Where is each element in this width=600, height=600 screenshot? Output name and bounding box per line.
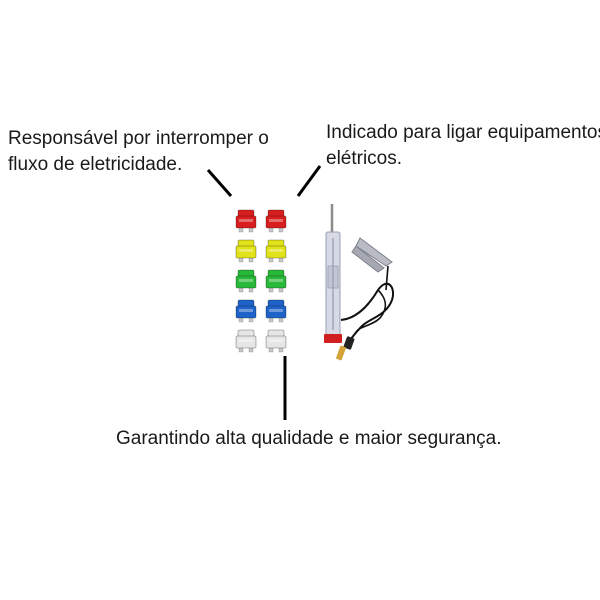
wire-plug-pin [336,345,346,361]
alligator-clip-jaw [351,245,385,273]
wire-plug-sleeve [343,336,355,350]
tester-end-cap [324,334,342,343]
tester-wire-loop [355,289,387,333]
caption-fuses: Responsável por interromper o fluxo de e… [8,126,269,178]
fuse-clear [265,329,287,353]
fuse-green [265,269,287,293]
caption-fuses-line-2: fluxo de eletricidade. [8,154,183,175]
caption-tester: Indicado para ligar equipamentos elétric… [326,120,600,172]
fuse-green [235,269,257,293]
tester-wire [340,282,394,341]
clip-wire-link [385,265,389,291]
fuse-clear [235,329,257,353]
caption-tester-line-2: elétricos. [326,148,403,169]
test-light-tester [324,204,394,361]
fuse-blue [235,299,257,323]
fuse-red [235,209,257,233]
fuse-yellow [265,239,287,263]
alligator-clip [355,237,393,267]
caption-tester-line-1: Indicado para ligar equipamentos [326,122,600,143]
pointer-line-right [296,165,322,197]
fuse-grid [235,209,287,353]
fuse-red [265,209,287,233]
caption-fuses-line-1: Responsável por interromper o [8,128,269,149]
fuse-yellow [235,239,257,263]
pointer-line-left [206,169,233,197]
caption-quality: Garantindo alta qualidade e maior segura… [116,428,502,449]
fuse-blue [265,299,287,323]
